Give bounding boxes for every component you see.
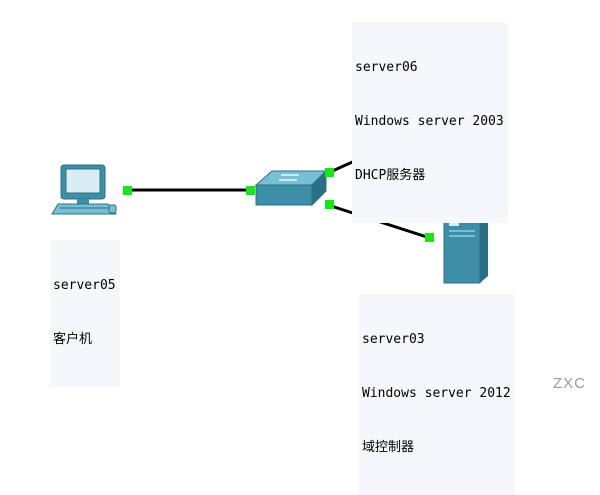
label-server05: server05 客户机 xyxy=(50,240,120,387)
server03-os: Windows server 2012 xyxy=(362,386,511,401)
server03-role: 域控制器 xyxy=(362,440,415,455)
port-switch-bottom xyxy=(325,200,334,209)
port-switch-top xyxy=(325,168,334,177)
pc-icon xyxy=(51,164,118,215)
switch-icon xyxy=(254,169,328,207)
server06-name: server06 xyxy=(355,60,418,75)
network-diagram: server06 Windows server 2003 DHCP服务器 ser… xyxy=(50,22,586,455)
port-server05 xyxy=(123,186,132,195)
server03-name: server03 xyxy=(362,332,425,347)
server06-role: DHCP服务器 xyxy=(355,168,426,183)
server05-role: 客户机 xyxy=(53,332,93,347)
label-server03: server03 Windows server 2012 域控制器 xyxy=(359,294,515,495)
port-server03 xyxy=(425,233,434,242)
label-server06: server06 Windows server 2003 DHCP服务器 xyxy=(352,22,508,223)
port-switch-left xyxy=(246,186,255,195)
server06-os: Windows server 2003 xyxy=(355,114,504,129)
watermark: ZXC xyxy=(553,375,586,392)
server05-name: server05 xyxy=(53,278,116,293)
